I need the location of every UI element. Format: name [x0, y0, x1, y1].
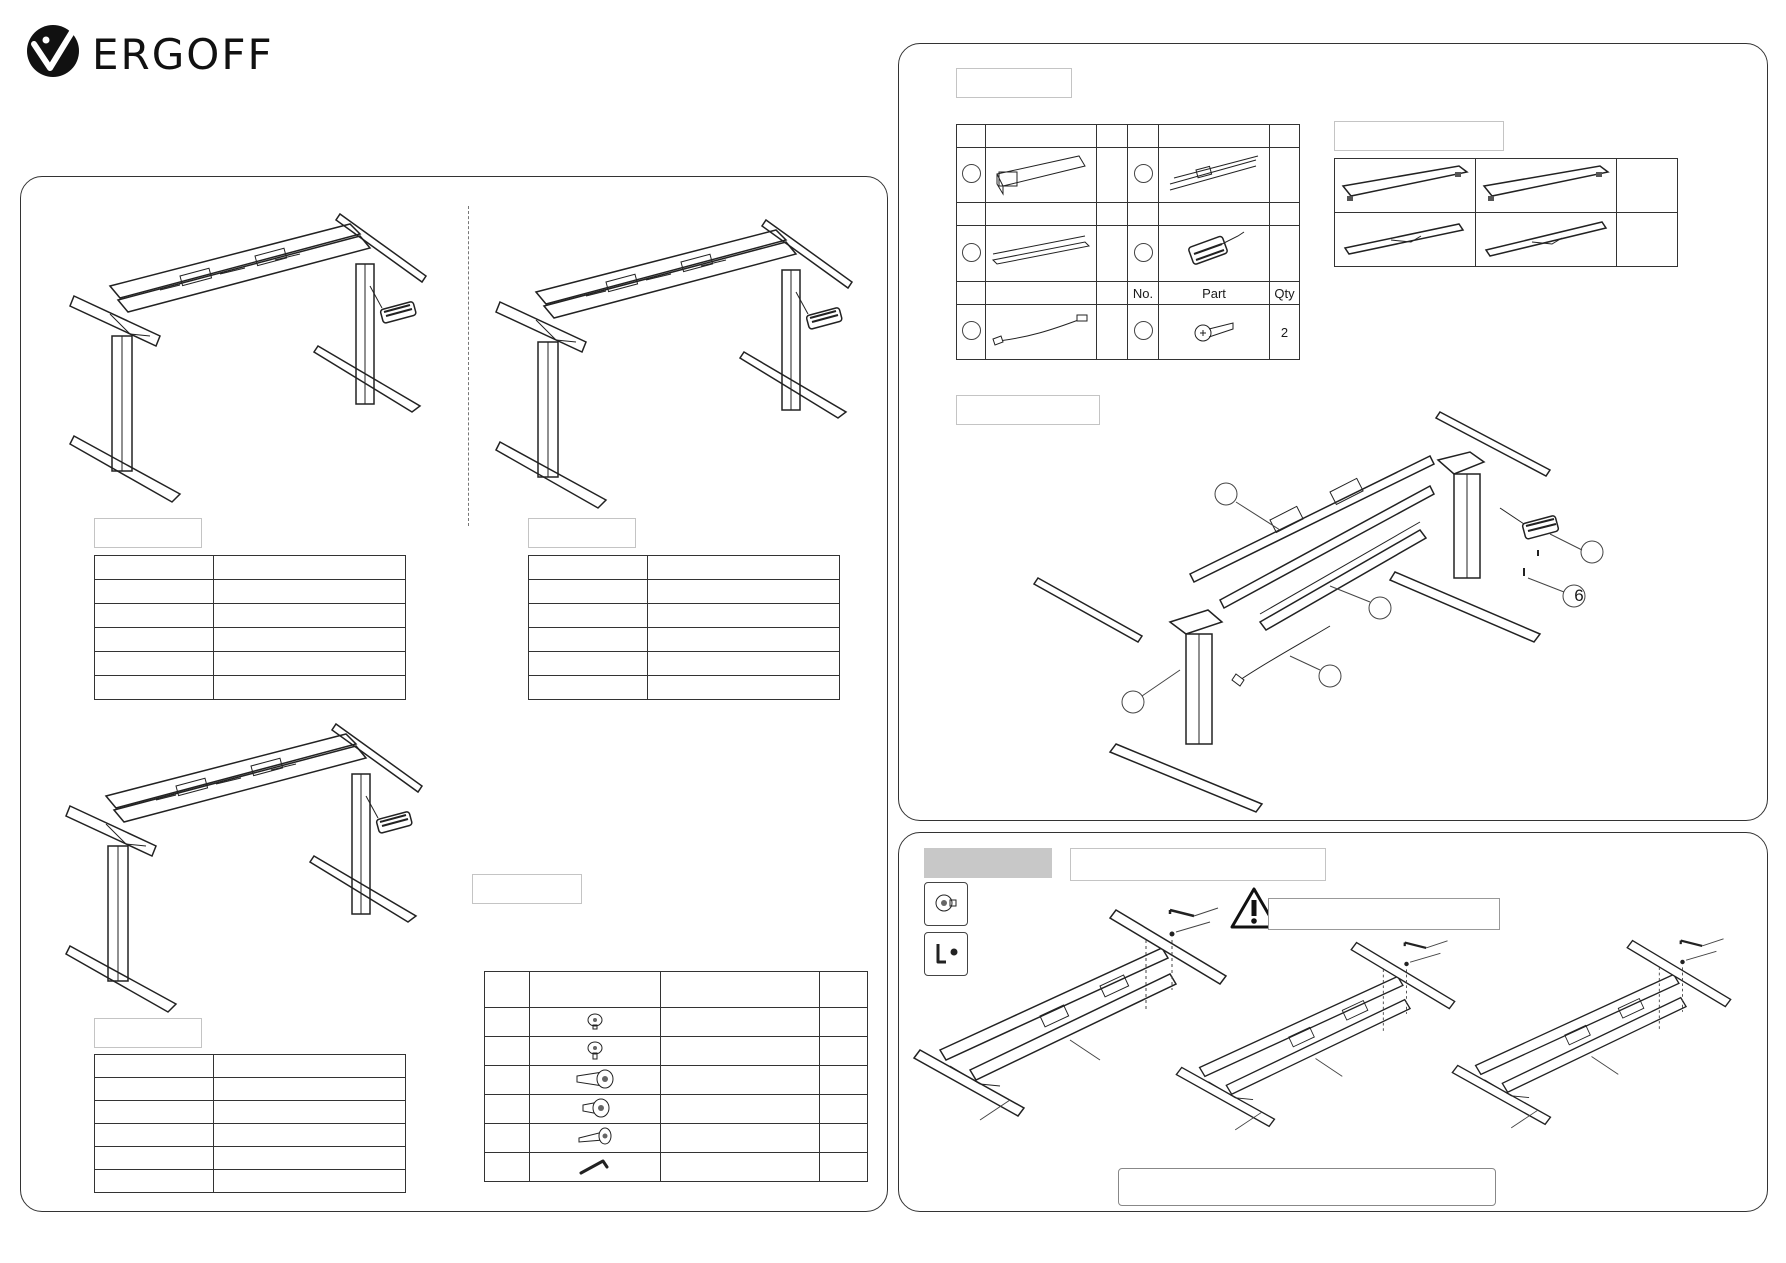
allen-key-tool-box [924, 932, 968, 976]
spec-table-1 [94, 555, 406, 700]
warning-icon [1230, 887, 1278, 929]
frame-illustration-2 [495, 219, 853, 509]
col-header-no: No. [1127, 281, 1159, 305]
exploded-callout-6: 6 [1574, 586, 1584, 605]
model-label-1 [94, 518, 202, 548]
foot-icon [1482, 165, 1610, 201]
bracket-icon [1484, 221, 1608, 257]
part-number-circle [961, 242, 981, 262]
part-number-circle [961, 321, 981, 340]
step-frame-2 [1175, 939, 1456, 1132]
parts-list-label [956, 68, 1072, 98]
screw-qty: 2 [1269, 304, 1300, 360]
frame-illustration-1 [69, 213, 427, 503]
panel-divider [468, 206, 469, 526]
exploded-view-label [956, 395, 1100, 425]
part-control-pad-icon [1188, 231, 1245, 265]
spec-table-3 [94, 1054, 406, 1193]
brand-name: ERGOFF [92, 30, 274, 79]
model-label-3 [94, 1018, 202, 1048]
step-title-box [1070, 848, 1326, 881]
part-number-circle [1133, 242, 1153, 262]
parts-list-table: No. Part Qty 2 [956, 124, 1300, 360]
part-crossbar-icon [1169, 155, 1259, 190]
hardware-label [472, 874, 582, 904]
part-leg-icon [996, 154, 1086, 196]
screw-icon [935, 894, 957, 912]
screw-icon [587, 1041, 603, 1059]
allen-key-icon [579, 1159, 609, 1174]
allen-key-icon [936, 944, 958, 964]
step-note-box [1118, 1168, 1496, 1206]
bracket-icon [1343, 223, 1465, 255]
part-number-circle [1133, 321, 1153, 340]
warning-text-box [1268, 898, 1500, 930]
screw-tool-box [924, 882, 968, 926]
part-screw-icon [1194, 321, 1234, 341]
part-number-circle [961, 164, 981, 183]
part-number-circle [1133, 164, 1153, 183]
foot-icon [1341, 165, 1469, 201]
optional-parts-table [1334, 158, 1678, 267]
part-cable-tray-icon [991, 235, 1091, 265]
ergoff-logo-icon [27, 25, 79, 77]
screw-icon [587, 1013, 603, 1029]
col-header-part: Part [1158, 281, 1270, 305]
spec-table-2 [528, 555, 840, 700]
model-label-2 [528, 518, 636, 548]
step-frame-3 [1451, 937, 1732, 1130]
bolt-icon [582, 1098, 610, 1117]
hardware-table [484, 971, 868, 1182]
exploded-view-illustration [1032, 411, 1604, 813]
screw-icon [578, 1127, 612, 1144]
frame-illustration-3 [65, 723, 423, 1013]
bolt-icon [576, 1069, 614, 1088]
step-header [924, 848, 1052, 878]
col-header-qty: Qty [1269, 281, 1300, 305]
part-power-cable-icon [992, 314, 1088, 346]
optional-parts-label [1334, 121, 1504, 151]
